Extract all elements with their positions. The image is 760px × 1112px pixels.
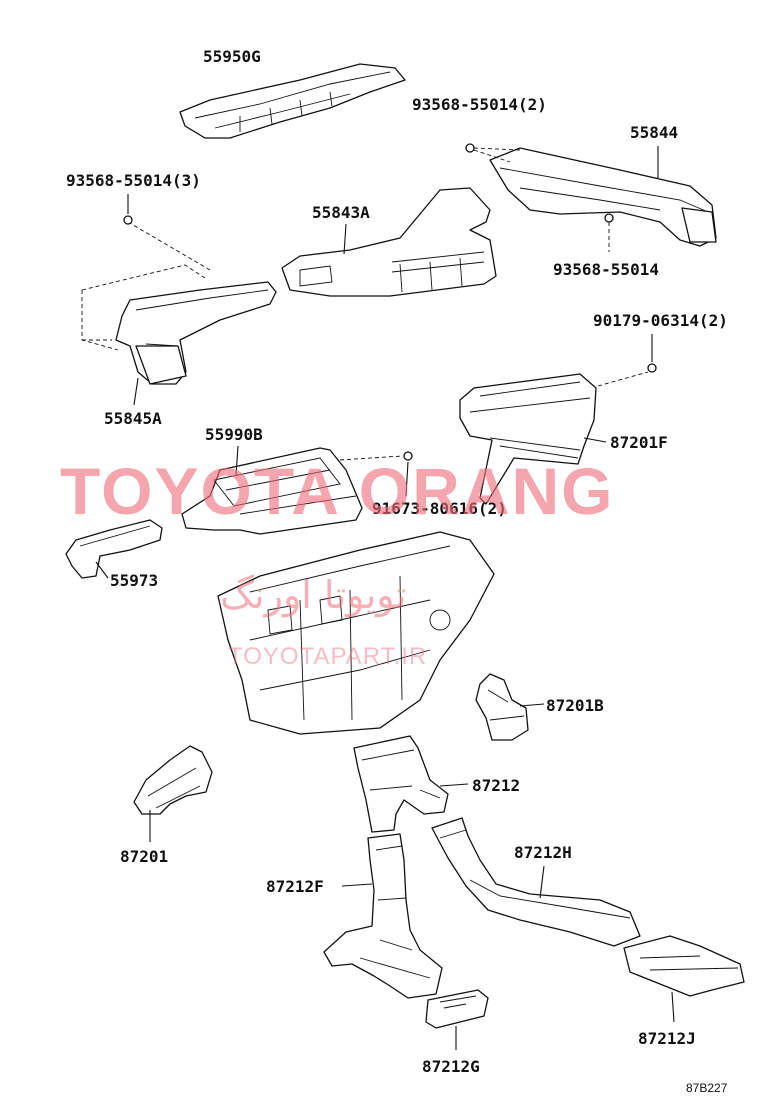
part-87201-drawing <box>133 745 213 815</box>
label-87212: 87212 <box>472 776 520 795</box>
label-90179-06314-2: 90179-06314(2) <box>593 311 728 330</box>
clip-icon <box>123 215 133 225</box>
part-55844-drawing <box>489 147 717 247</box>
watermark-brand: TOYOTA ORANG <box>60 454 614 528</box>
part-55990b-drawing <box>181 447 363 535</box>
label-87212h: 87212H <box>514 843 572 862</box>
label-87201f: 87201F <box>610 433 668 452</box>
clip-icon <box>647 363 657 373</box>
part-87212j-drawing <box>623 935 745 997</box>
label-93568-55014-2: 93568-55014(2) <box>412 95 547 114</box>
label-55845a: 55845A <box>104 409 162 428</box>
part-55843a-drawing <box>281 187 497 297</box>
label-55844: 55844 <box>630 123 678 142</box>
label-93568-55014-3: 93568-55014(3) <box>66 171 201 190</box>
part-87212h-drawing <box>431 817 641 947</box>
part-87212-drawing <box>353 735 449 833</box>
part-55845a-drawing <box>115 281 277 385</box>
watermark-persian: تویوتا اورنگ <box>220 573 407 618</box>
label-87212j: 87212J <box>638 1029 696 1048</box>
label-87201b: 87201B <box>546 696 604 715</box>
clip-icon <box>604 213 614 223</box>
part-55973-drawing <box>65 519 163 579</box>
label-87201: 87201 <box>120 847 168 866</box>
label-55843a: 55843A <box>312 203 370 222</box>
label-87212g: 87212G <box>422 1057 480 1076</box>
part-hvac-unit-drawing <box>217 531 495 735</box>
label-87212f: 87212F <box>266 877 324 896</box>
label-91673-80616-2: 91673-80616(2) <box>372 499 507 518</box>
clip-icon <box>403 451 413 461</box>
part-87201b-drawing <box>475 673 529 741</box>
label-55990b: 55990B <box>205 425 263 444</box>
figure-code: 87B227 <box>686 1081 728 1095</box>
part-87212g-drawing <box>425 989 489 1029</box>
part-55950g-drawing <box>179 63 406 139</box>
part-87201f-drawing <box>459 373 597 505</box>
label-93568-55014: 93568-55014 <box>553 260 659 279</box>
part-87212f-drawing <box>323 833 443 999</box>
label-55950g: 55950G <box>203 47 261 66</box>
watermark-domain: TOYOTAPART.IR <box>228 643 427 670</box>
clip-icon <box>465 143 475 153</box>
label-55973: 55973 <box>110 571 158 590</box>
